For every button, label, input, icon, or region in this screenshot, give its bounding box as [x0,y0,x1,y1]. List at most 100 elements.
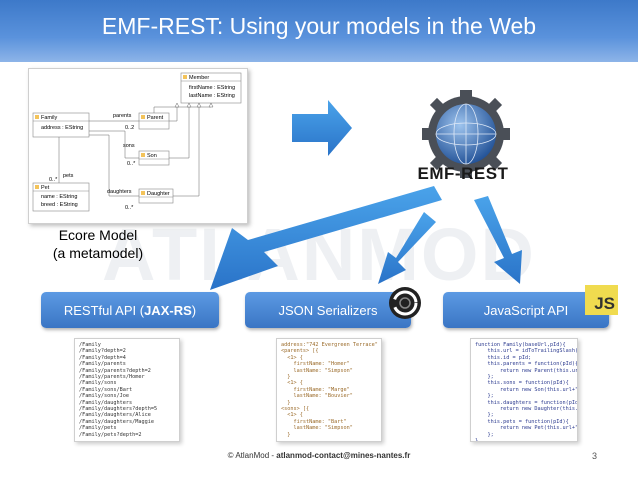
code-line: <1> { [281,412,303,419]
code-line: } [281,399,291,406]
restful-api-box: RESTful API (JAX-RS) [41,292,219,328]
ref-sons-mult: 0..* [127,161,136,167]
code-line: return new Son(this.url+"/sons",pId [499,386,578,393]
code-line: firstName: "Homer" [281,361,350,368]
class-member-name: Member [189,75,209,81]
title-bar: EMF-REST: Using your models in the Web [0,0,638,62]
code-line: } [281,374,291,381]
arrow-to-restful-api [210,186,442,290]
emf-rest-logo [422,90,510,178]
class-family-attr-1: address : EString [41,125,83,131]
code-line: /Family/parents/Homer [79,374,145,381]
restful-api-prefix: RESTful API ( [63,302,145,318]
code-line: return new Parent(this.url+"/parents" [499,367,578,374]
code-line: lastName: "Simpson" [281,425,353,432]
code-line: return new Pet(this.url+"/pets",pId [499,425,578,432]
ref-pets: pets [63,173,74,179]
code-line: /Family?depth=4 [79,354,126,361]
code-line: }; [475,412,494,419]
code-line: this.sons = function(pId){ [475,380,569,387]
ref-pets-mult: 0..* [49,177,58,183]
code-line: lastName: "Simpson" [281,367,353,374]
class-member-attr-1: firstName : EString [189,85,235,91]
arrow-to-javascript [474,196,522,284]
json-serializers-label: JSON Serializers [278,302,378,318]
ref-daughters: daughters [107,189,132,195]
code-line: this.url = idToTrailingSlash(baseUrl)+ [487,348,578,355]
class-diagram-svg: Member firstName : EString lastName : ES… [32,72,242,212]
ref-daughters-mult: 0..* [125,205,134,211]
ref-parents: parents [113,113,132,119]
ecore-caption-line-2: (a metamodel) [52,245,144,261]
code-line: /Family/daughters [79,399,133,406]
rest-endpoints-code: /Family/Family?depth=2/Family?depth=4/Fa… [74,338,180,442]
code-line: <1> { [281,354,303,361]
js-logo-icon: JS [585,285,618,315]
class-family-name: Family [41,115,57,121]
code-line: /Family?depth=2 [79,348,126,355]
code-line: firstName: "Marge" [281,386,350,393]
code-line: /Family/daughters?depth=5 [79,406,158,413]
footer-contact: atlanmod-contact@mines-nantes.fr [276,451,411,460]
code-line: /Family [79,342,101,348]
code-line: this.parents = function(pId){ [475,361,578,368]
code-line: lastName: "Bouvier" [281,393,353,400]
ref-parents-mult: 0..2 [125,125,134,131]
page-number: 3 [592,451,598,461]
ecore-caption-line-1: Ecore Model [58,227,138,243]
emf-rest-logo-text: EMF-REST [417,164,509,183]
globe-icon [435,103,497,165]
class-son-name: Son [147,153,157,159]
json-serializers-box: JSON Serializers [245,292,411,328]
inheritance-arrows [174,102,214,108]
code-line: /Family/pets [79,425,117,432]
code-line: }; [475,393,494,400]
javascript-api-box: JavaScript API [443,292,609,328]
javascript-sample-code: function Family(baseUrl,pId){ this.url =… [470,338,578,442]
slide-title: EMF-REST: Using your models in the Web [101,13,537,39]
code-line: firstName: "Bart" [281,418,347,425]
code-line: this.daughters = function(pId){ [475,399,578,406]
class-daughter-name: Daughter [147,191,170,197]
class-pet-name: Pet [41,185,50,191]
code-line: /Family/sons [79,380,117,387]
code-line: }; [475,374,494,381]
code-line: /Family/daughters/Alice [79,412,151,419]
code-line: } [281,431,291,438]
code-line: <parents> [{ [281,348,319,355]
class-pet-attr-2: breed : EString [41,202,78,208]
code-line: /Family/pets?depth=2 [79,431,142,438]
code-line: /Family/daughters/Maggie [79,418,154,425]
class-member-attr-2: lastName : EString [189,93,235,99]
code-line: return new Daughter(this.url+"/daugh [499,406,578,413]
js-badge-text: JS [594,294,615,313]
class-pet-attr-1: name : EString [41,194,77,200]
arrow-model-to-emfrest [292,100,352,156]
code-line: address:"742 Evergreen Terrace" [281,342,378,348]
class-pet: Pet name : EString breed : EString [32,182,90,212]
class-parent-name: Parent [147,115,164,121]
ecore-class-diagram: Member firstName : EString lastName : ES… [28,68,248,224]
ecore-caption: Ecore Model (a metamodel) [38,226,158,262]
code-line: /Family/parents?depth=2 [79,367,151,374]
code-line: <1> { [281,380,303,387]
restful-api-jaxrs: JAX-RS [144,302,192,318]
code-line: <sons> [{ [281,406,310,413]
restful-api-suffix: ) [191,302,197,318]
footer-copyright: © AtlanMod - [227,451,277,460]
arrow-to-json [378,212,436,284]
class-family: Family address : EString [32,112,90,138]
json-logo-icon [389,287,421,319]
code-line: /Family/sons/Joe [79,393,129,400]
code-line: /Family/sons/Bart [79,386,133,393]
javascript-api-label: JavaScript API [483,302,569,318]
code-line: this.id = pId; [475,354,532,361]
code-line: } [475,438,479,442]
footer: © AtlanMod - atlanmod-contact@mines-nant… [0,451,638,460]
ref-sons: sons [123,143,135,149]
code-line: /Family/parents [79,361,126,368]
code-line: }; [475,431,494,438]
class-daughter: Daughter [138,188,174,204]
code-line: function Family(baseUrl,pId){ [475,342,566,348]
